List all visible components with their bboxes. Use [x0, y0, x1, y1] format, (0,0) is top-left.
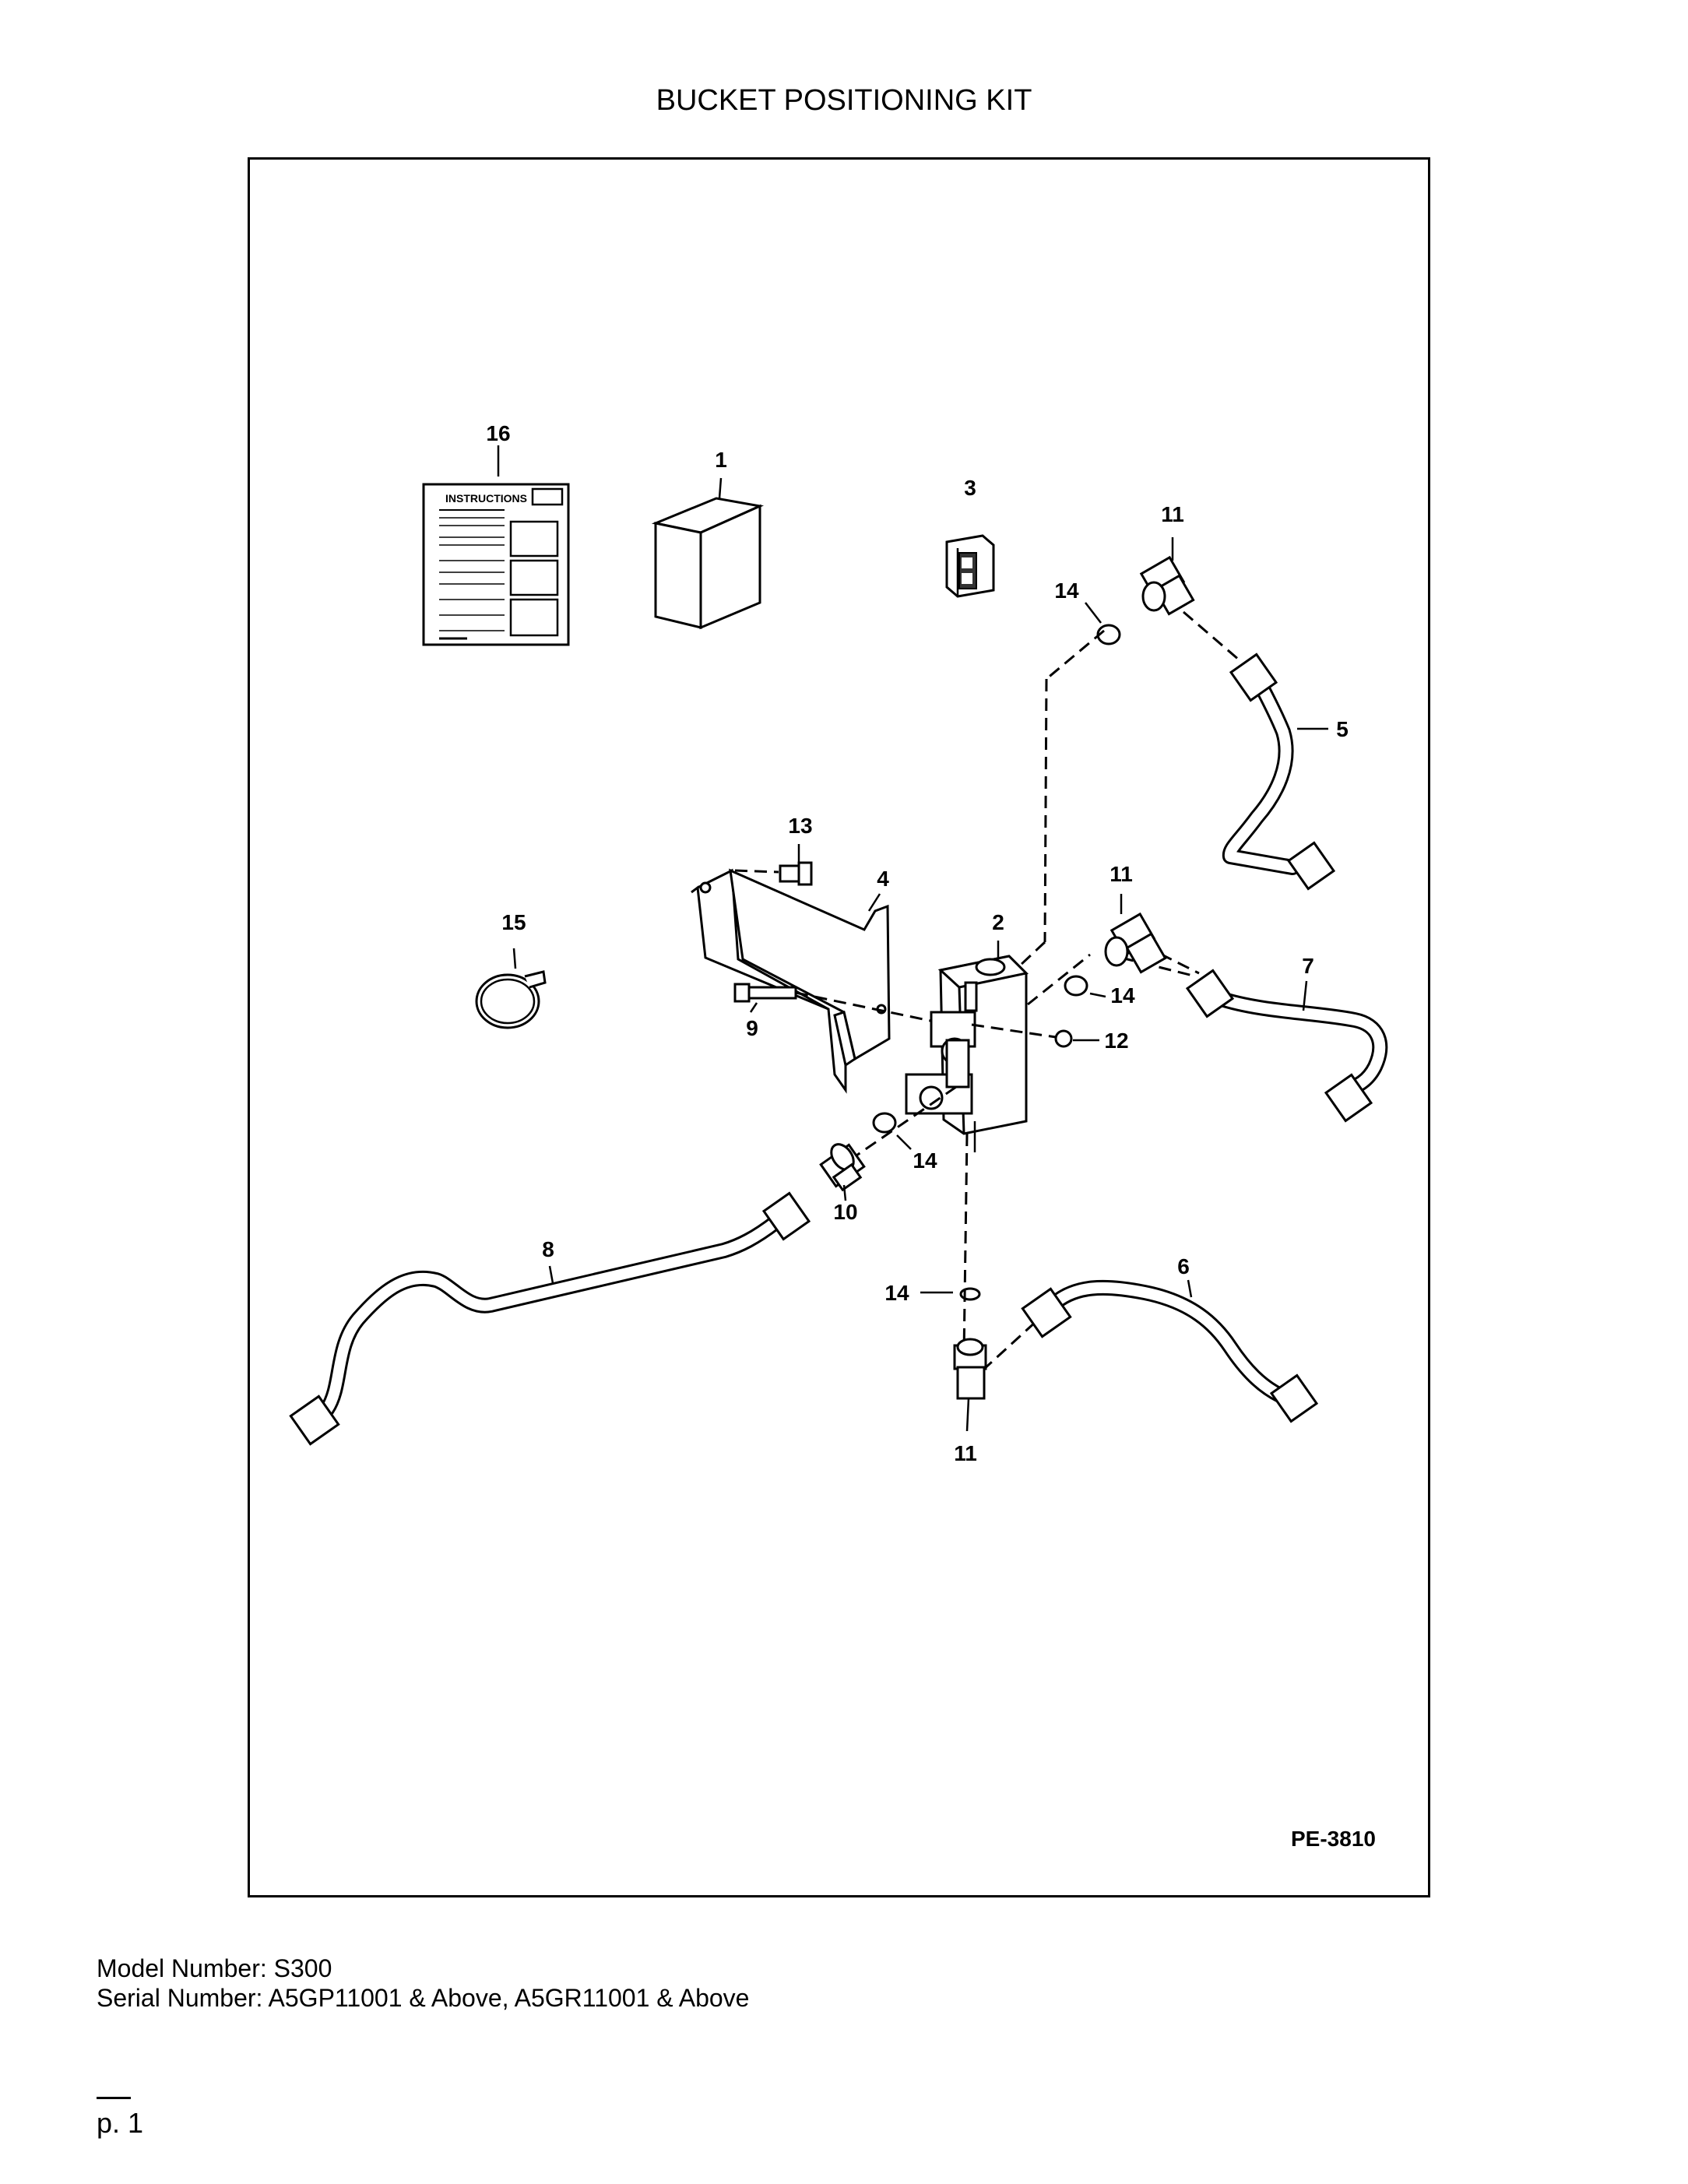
callout-10: 10	[833, 1200, 857, 1224]
part-bolt-13	[734, 861, 813, 886]
part-straight-fitting-10	[819, 1143, 866, 1192]
callout-14a: 14	[1054, 579, 1079, 603]
callout-4: 4	[877, 867, 889, 891]
callout-16: 16	[486, 421, 510, 445]
part-tube-7	[1185, 969, 1388, 1123]
callout-13: 13	[788, 814, 812, 838]
callout-14b: 14	[1110, 983, 1135, 1008]
part-oring-14a	[1096, 624, 1121, 645]
diagram-frame	[248, 157, 1430, 1897]
page-number: p. 1	[97, 2107, 144, 2139]
callout-2: 2	[992, 910, 1004, 934]
part-oring-14c	[872, 1112, 897, 1134]
part-hose-clamp	[475, 970, 547, 1029]
part-oring-14b	[1064, 975, 1088, 997]
part-elbow-fitting-11a	[1139, 555, 1195, 616]
callout-11b: 11	[1110, 862, 1133, 886]
callout-1: 1	[715, 448, 727, 472]
callout-12: 12	[1104, 1029, 1128, 1053]
callout-8: 8	[542, 1237, 554, 1261]
callout-11a: 11	[1161, 502, 1184, 526]
part-switch	[945, 534, 995, 598]
model-number: Model Number: S300	[97, 1954, 332, 1982]
part-bolt-9	[733, 983, 935, 1023]
callout-15: 15	[501, 910, 526, 934]
callout-7: 7	[1302, 954, 1314, 978]
callout-3: 3	[964, 476, 976, 500]
part-box	[651, 497, 765, 630]
serial-number: Serial Number: A5GP11001 & Above, A5GR11…	[97, 1984, 750, 2012]
part-tube-8	[289, 1191, 811, 1446]
part-elbow-fitting-11b	[1104, 912, 1167, 974]
instructions-sheet: INSTRUCTIONS	[422, 483, 570, 646]
part-nut-12	[971, 1023, 1099, 1048]
callout-14c: 14	[913, 1148, 937, 1173]
part-tube-6	[1021, 1279, 1319, 1423]
instructions-label: INSTRUCTIONS	[445, 492, 527, 505]
callout-11c: 11	[954, 1441, 977, 1465]
part-elbow-fitting-11c	[953, 1338, 987, 1400]
callout-5: 5	[1336, 717, 1349, 741]
callout-9: 9	[746, 1016, 758, 1040]
part-valve	[905, 955, 1029, 1152]
part-oring-14d	[959, 1287, 981, 1301]
callout-6: 6	[1177, 1254, 1190, 1278]
page-title: BUCKET POSITIONING KIT	[656, 84, 1032, 117]
page-divider	[97, 2097, 131, 2099]
part-tube-5	[1222, 652, 1336, 891]
part-mounting-bracket	[691, 868, 891, 1094]
drawing-code: PE-3810	[1291, 1827, 1376, 1851]
callout-14d: 14	[884, 1281, 909, 1305]
